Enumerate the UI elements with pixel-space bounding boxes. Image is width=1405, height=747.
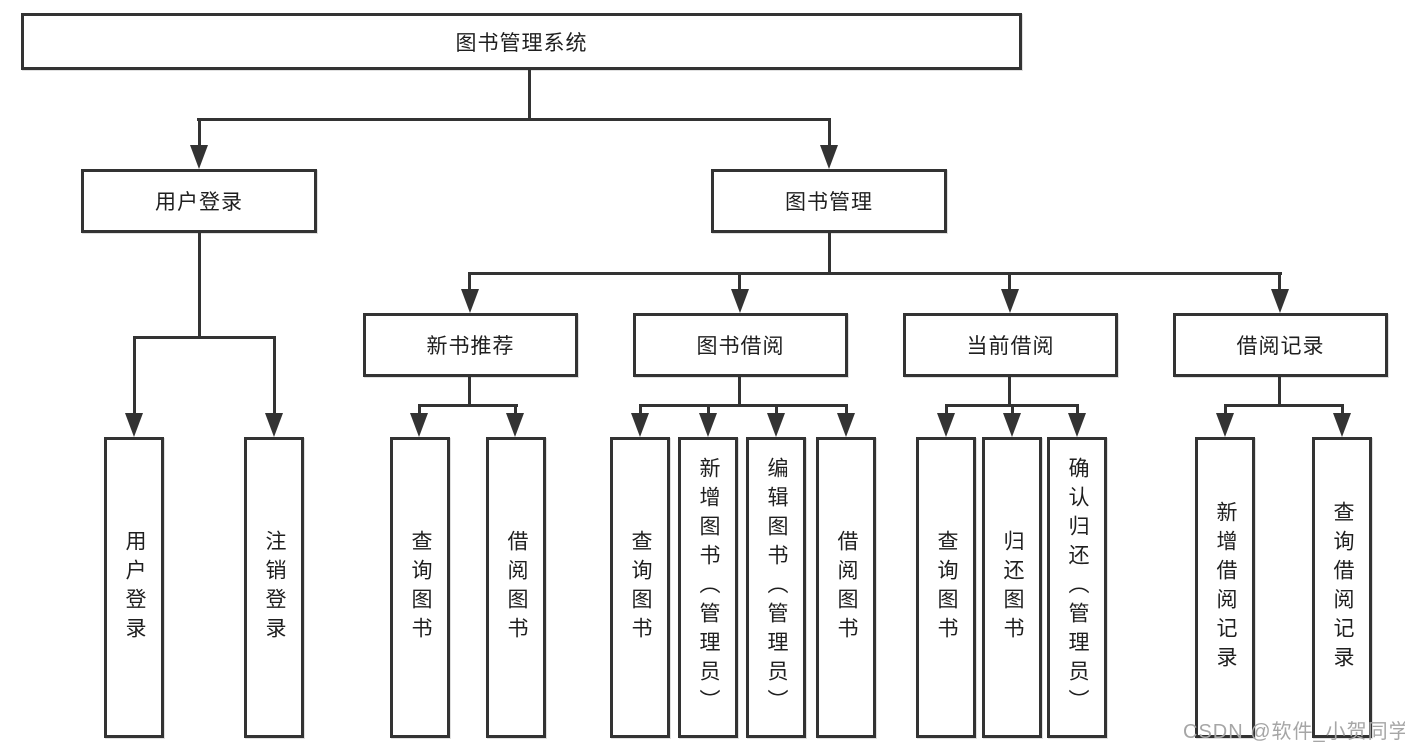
node-label: 编辑图书（管理员） [765, 457, 789, 718]
arrowhead-icon [461, 289, 479, 313]
connector-line [775, 404, 778, 416]
leaf-query-borrow-record: 查询借阅记录 [1312, 437, 1372, 738]
node-label: 新增借阅记录 [1214, 500, 1238, 675]
arrowhead-icon [265, 413, 283, 437]
watermark: CSDN @软件_小贺同学 [1183, 721, 1405, 743]
connector-line [1341, 404, 1344, 416]
node-borrow-records: 借阅记录 [1173, 313, 1388, 377]
connector-line [468, 377, 471, 407]
connector-line [198, 233, 201, 339]
arrowhead-icon [1216, 413, 1234, 437]
leaf-query-books-recommend: 查询图书 [390, 437, 450, 738]
connector-line [945, 404, 948, 416]
arrowhead-icon [1068, 413, 1086, 437]
node-current-borrow: 当前借阅 [903, 313, 1118, 377]
node-label: 查询图书 [935, 529, 959, 646]
arrowhead-icon [1003, 413, 1021, 437]
arrowhead-icon [937, 413, 955, 437]
node-label: 用户登录 [123, 529, 147, 646]
node-root: 图书管理系统 [21, 13, 1022, 70]
connector-line [1076, 404, 1079, 416]
leaf-add-book-admin: 新增图书（管理员） [678, 437, 738, 738]
arrowhead-icon [631, 413, 649, 437]
node-new-book-recommend: 新书推荐 [363, 313, 578, 377]
node-label: 查询借阅记录 [1331, 500, 1355, 675]
arrowhead-icon [1333, 413, 1351, 437]
connector-line [738, 272, 741, 292]
arrowhead-icon [1271, 289, 1289, 313]
connector-line [1011, 404, 1014, 416]
arrowhead-icon [190, 145, 208, 169]
connector-line [528, 70, 531, 118]
leaf-logout: 注销登录 [244, 437, 304, 738]
connector-line [133, 336, 136, 414]
node-label: 用户登录 [155, 191, 243, 214]
leaf-confirm-return-admin: 确认归还（管理员） [1047, 437, 1107, 738]
arrowhead-icon [506, 413, 524, 437]
connector-line [514, 404, 517, 416]
node-label: 注销登录 [263, 529, 287, 646]
arrowhead-icon [410, 413, 428, 437]
connector-line [828, 118, 831, 147]
node-label: 图书管理系统 [455, 31, 588, 55]
connector-line [1224, 404, 1344, 407]
leaf-edit-book-admin: 编辑图书（管理员） [746, 437, 806, 738]
node-book-management: 图书管理 [711, 169, 947, 233]
connector-line [273, 336, 276, 414]
connector-line [418, 404, 518, 407]
node-user-login: 用户登录 [81, 169, 317, 233]
connector-line [418, 404, 421, 416]
node-label: 新书推荐 [426, 335, 515, 358]
connector-line [639, 404, 848, 407]
connector-line [639, 404, 642, 416]
arrowhead-icon [731, 289, 749, 313]
node-label: 查询图书 [409, 529, 433, 646]
node-label: 借阅图书 [505, 529, 529, 646]
connector-line [707, 404, 710, 416]
connector-line [1008, 272, 1011, 292]
leaf-user-login: 用户登录 [104, 437, 164, 738]
connector-line [1278, 377, 1281, 407]
arrowhead-icon [837, 413, 855, 437]
connector-line [1278, 272, 1281, 292]
connector-line [1224, 404, 1227, 416]
node-label: 确认归还（管理员） [1066, 457, 1090, 718]
connector-line [198, 118, 201, 147]
node-label: 新增图书（管理员） [697, 457, 721, 718]
arrowhead-icon [1001, 289, 1019, 313]
arrowhead-icon [767, 413, 785, 437]
connector-line [468, 272, 471, 292]
node-label: 图书管理 [785, 191, 873, 214]
leaf-borrow-books: 借阅图书 [816, 437, 876, 738]
node-label: 借阅记录 [1236, 335, 1325, 358]
node-label: 图书借阅 [696, 335, 785, 358]
connector-line [738, 377, 741, 407]
leaf-return-book: 归还图书 [982, 437, 1042, 738]
leaf-query-books-current: 查询图书 [916, 437, 976, 738]
connector-line [828, 233, 831, 275]
connector-line [1008, 377, 1011, 407]
arrowhead-icon [820, 145, 838, 169]
arrowhead-icon [125, 413, 143, 437]
arrowhead-icon [699, 413, 717, 437]
connector-line [133, 336, 276, 339]
leaf-borrow-books-recommend: 借阅图书 [486, 437, 546, 738]
leaf-add-borrow-record: 新增借阅记录 [1195, 437, 1255, 738]
connector-line [468, 272, 1282, 275]
node-label: 归还图书 [1001, 529, 1025, 646]
node-label: 当前借阅 [966, 335, 1055, 358]
connector-line [197, 118, 831, 121]
leaf-query-books-borrow: 查询图书 [610, 437, 670, 738]
node-label: 查询图书 [629, 529, 653, 646]
node-label: 借阅图书 [835, 529, 859, 646]
node-book-borrow: 图书借阅 [633, 313, 848, 377]
connector-line [845, 404, 848, 416]
